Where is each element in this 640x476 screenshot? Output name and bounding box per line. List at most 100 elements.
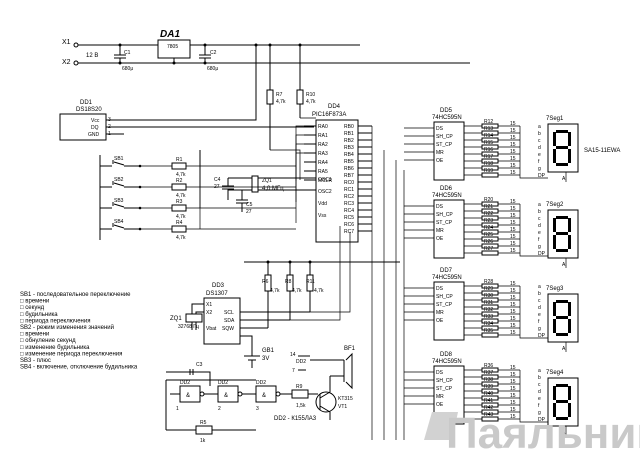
svg-text:A: A xyxy=(562,176,566,182)
svg-text:15: 15 xyxy=(510,227,516,233)
legend-line: □ изменение периода переключения xyxy=(20,351,122,357)
svg-text:3: 3 xyxy=(256,406,259,412)
mcu-pin-rc2: RC2 xyxy=(344,194,354,200)
da1-part: 7805 xyxy=(167,44,178,50)
svg-text:OE: OE xyxy=(436,236,444,242)
c1-label: C1 xyxy=(124,50,131,56)
svg-text:R12: R12 xyxy=(484,119,493,125)
svg-text:15: 15 xyxy=(510,163,516,169)
svg-text:R13: R13 xyxy=(484,126,493,132)
svg-text:OE: OE xyxy=(436,158,444,164)
mcu-pin-rc7: RC7 xyxy=(344,229,354,235)
svg-text:R40: R40 xyxy=(484,391,493,397)
svg-text:SCL: SCL xyxy=(224,310,234,316)
r15-resistor xyxy=(481,144,499,150)
r39-resistor xyxy=(481,388,499,394)
svg-text:15: 15 xyxy=(510,393,516,399)
svg-text:DD8: DD8 xyxy=(440,352,453,358)
svg-text:7: 7 xyxy=(292,368,295,374)
svg-text:R25: R25 xyxy=(484,232,493,238)
mcu-pin-rb4: RB4 xyxy=(344,152,354,158)
r6-resistor xyxy=(264,274,272,292)
svg-text:R11: R11 xyxy=(306,279,315,285)
r13-resistor xyxy=(481,130,499,136)
legend-line: □ секунд xyxy=(20,305,45,311)
r5-resistor xyxy=(195,425,213,435)
mcu-pin-ra0: RA0 xyxy=(318,124,328,130)
svg-text:15: 15 xyxy=(510,234,516,240)
svg-text:R17: R17 xyxy=(484,154,493,160)
svg-text:g: g xyxy=(538,244,541,250)
watermark-text: Паяльник.ru xyxy=(446,409,640,458)
svg-text:b: b xyxy=(538,209,541,215)
svg-text:15: 15 xyxy=(510,386,516,392)
battery: GB1 3V xyxy=(244,348,275,368)
legend-line: □ будильника xyxy=(20,312,58,318)
svg-text:R19: R19 xyxy=(484,168,493,174)
svg-text:74HC595N: 74HC595N xyxy=(432,115,462,121)
svg-text:d: d xyxy=(538,223,541,229)
mcu-pin-rb0: RB0 xyxy=(344,124,354,130)
svg-text:R4: R4 xyxy=(176,220,183,226)
svg-text:d: d xyxy=(538,389,541,395)
svg-text:b: b xyxy=(538,131,541,137)
r42-resistor xyxy=(481,409,499,415)
r11-resistor xyxy=(306,274,314,292)
r2-resistor xyxy=(171,183,187,191)
r33-resistor xyxy=(481,318,499,324)
svg-text:15: 15 xyxy=(510,400,516,406)
svg-text:4,7k: 4,7k xyxy=(176,172,186,178)
svg-text:74HC595N: 74HC595N xyxy=(432,193,462,199)
svg-text:f: f xyxy=(538,403,540,409)
svg-text:1k: 1k xyxy=(200,438,206,444)
svg-text:A: A xyxy=(562,346,566,352)
mcu-vdd: Vdd xyxy=(318,201,327,207)
r35-resistor xyxy=(481,332,499,338)
mcu-pin-rb2: RB2 xyxy=(344,138,354,144)
svg-text:MR: MR xyxy=(436,150,444,156)
svg-text:f: f xyxy=(538,319,540,325)
svg-text:a: a xyxy=(538,202,541,208)
svg-text:R34: R34 xyxy=(484,321,493,327)
svg-text:R27: R27 xyxy=(484,246,493,252)
svg-text:15: 15 xyxy=(510,323,516,329)
svg-text:DP: DP xyxy=(538,417,546,423)
temperature-sensor: DD1 DS18S20 Vcc DQ GND 3 2 1 xyxy=(59,45,314,141)
svg-text:4,0 МГц: 4,0 МГц xyxy=(262,186,284,192)
svg-text:e: e xyxy=(538,230,541,236)
r43-resistor xyxy=(481,416,499,422)
svg-text:a: a xyxy=(538,368,541,374)
r7-resistor xyxy=(266,89,274,105)
r36-resistor xyxy=(481,367,499,373)
svg-text:15: 15 xyxy=(510,379,516,385)
svg-text:DP: DP xyxy=(538,251,546,257)
r17-resistor xyxy=(481,158,499,164)
r41-resistor xyxy=(481,402,499,408)
svg-text:R15: R15 xyxy=(484,140,493,146)
svg-text:DP: DP xyxy=(538,333,546,339)
svg-text:DD6: DD6 xyxy=(440,186,453,192)
svg-text:15: 15 xyxy=(510,213,516,219)
legend-line: SB4 - включение, отключение будильника xyxy=(20,365,138,371)
svg-text:R6: R6 xyxy=(262,279,269,285)
svg-text:c: c xyxy=(538,382,541,388)
svg-text:DD2: DD2 xyxy=(296,359,306,365)
svg-text:SH_CP: SH_CP xyxy=(436,134,453,140)
svg-text:DD2: DD2 xyxy=(256,380,266,386)
r18-resistor xyxy=(481,165,499,171)
legend-line: SB1 - последовательное переключение xyxy=(20,292,131,298)
svg-text:R7: R7 xyxy=(276,92,283,98)
svg-text:R33: R33 xyxy=(484,314,493,320)
mcu-pin-rc0: RC0 xyxy=(344,180,354,186)
r19-resistor xyxy=(481,172,499,178)
mcu-pin-rc5: RC5 xyxy=(344,215,354,221)
svg-text:e: e xyxy=(538,152,541,158)
mcu-pin-rb3: RB3 xyxy=(344,145,354,151)
svg-text:a: a xyxy=(538,284,541,290)
svg-text:R9: R9 xyxy=(296,384,303,390)
r25-resistor xyxy=(481,236,499,242)
svg-text:R14: R14 xyxy=(484,133,493,139)
